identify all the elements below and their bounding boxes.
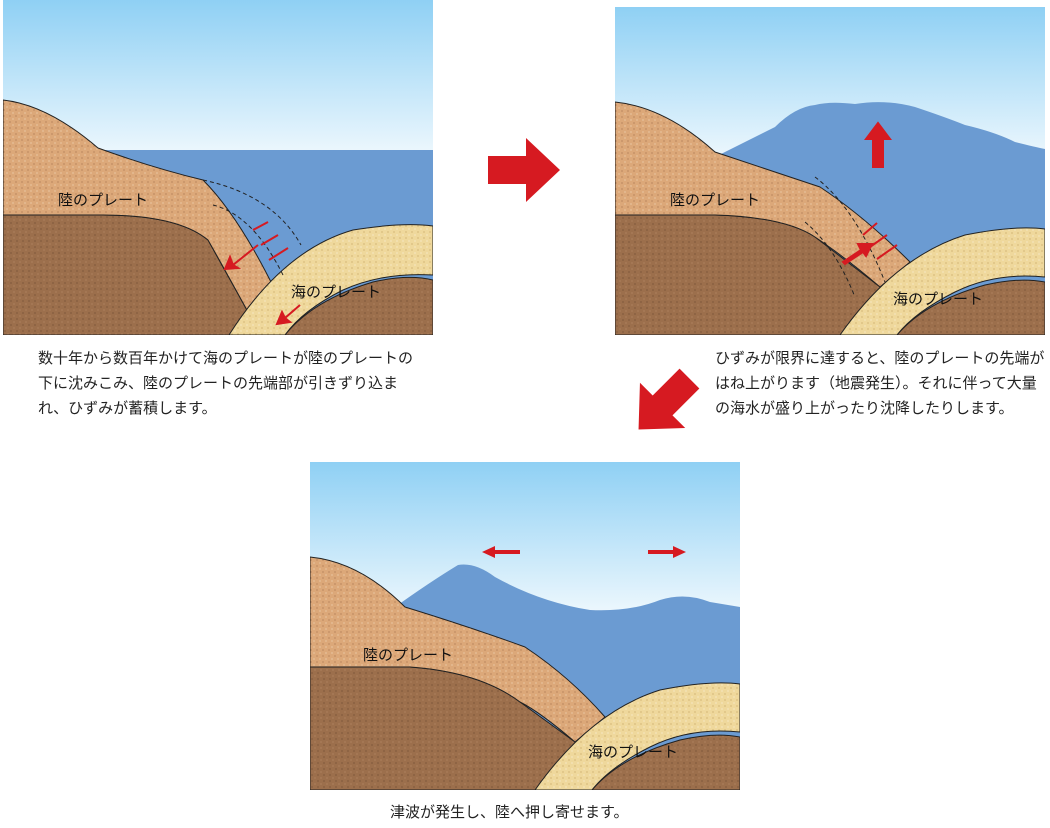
panel-earthquake: 陸のプレート 海のプレート (615, 7, 1045, 335)
land-plate-label: 陸のプレート (670, 191, 761, 209)
ocean-plate-label: 海のプレート (291, 283, 382, 301)
caption-step1: 数十年から数百年かけて海のプレートが陸のプレートの下に沈みこみ、陸のプレートの先… (38, 349, 414, 417)
caption-step3: 津波が発生し、陸へ押し寄せます。 (390, 803, 629, 821)
land-plate-label: 陸のプレート (363, 646, 454, 664)
subduction-diagram-2 (615, 7, 1045, 335)
ocean-plate-label: 海のプレート (893, 290, 984, 308)
right-arrow-icon (488, 138, 560, 202)
panel-strain-accumulation: 陸のプレート 海のプレート (3, 0, 433, 335)
spread-arrows (482, 546, 686, 558)
subduction-diagram-1 (3, 0, 433, 335)
down-left-arrow-icon (638, 368, 700, 430)
panel-tsunami: 陸のプレート 海のプレート (310, 462, 740, 790)
subduction-diagram-3 (310, 462, 740, 790)
land-plate-label: 陸のプレート (58, 191, 149, 209)
ocean-plate-label: 海のプレート (588, 743, 679, 761)
caption-step2: ひずみが限界に達すると、陸のプレートの先端がはね上がります（地震発生）。それに伴… (715, 349, 1045, 417)
rebound-arrows (841, 121, 898, 266)
strain-arrows (223, 221, 301, 326)
